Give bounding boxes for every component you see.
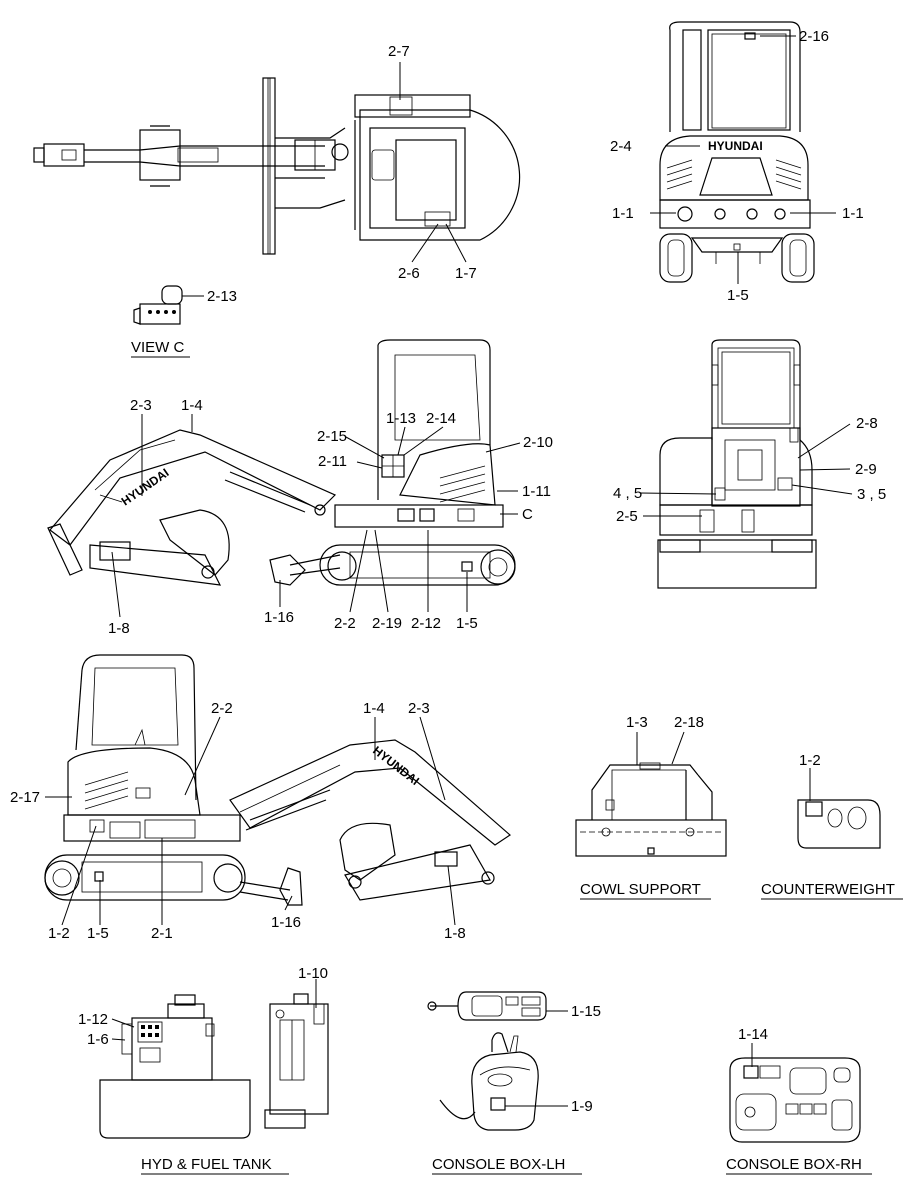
cowl-label-2-18: 2-18 bbox=[674, 714, 704, 731]
right-label-1-5: 1-5 bbox=[87, 925, 109, 942]
left-label-2-12: 2-12 bbox=[411, 615, 441, 632]
right-label-1-16: 1-16 bbox=[271, 914, 301, 931]
counterweight-label-1-2: 1-2 bbox=[799, 752, 821, 769]
cowl-label-1-3: 1-3 bbox=[626, 714, 648, 731]
left-label-2-10: 2-10 bbox=[523, 434, 553, 451]
view-c-label-2-13: 2-13 bbox=[207, 288, 237, 305]
left-label-2-14: 2-14 bbox=[426, 410, 456, 427]
right-label-1-4: 1-4 bbox=[363, 700, 385, 717]
right-label-1-8: 1-8 bbox=[444, 925, 466, 942]
left-label-2-2: 2-2 bbox=[334, 615, 356, 632]
console-rh-label-1-14: 1-14 bbox=[738, 1026, 768, 1043]
counterweight-drawing bbox=[797, 799, 881, 849]
left-label-1-13: 1-13 bbox=[386, 410, 416, 427]
hyd-label-1-12: 1-12 bbox=[78, 1011, 108, 1028]
top-label-2-6: 2-6 bbox=[398, 265, 420, 282]
right-side-leaders bbox=[45, 716, 456, 926]
left-label-1-11: 1-11 bbox=[522, 483, 551, 500]
left-label-2-3: 2-3 bbox=[130, 397, 152, 414]
left-label-1-5: 1-5 bbox=[456, 615, 478, 632]
cowl-support-drawing bbox=[575, 762, 727, 857]
left-label-1-8: 1-8 bbox=[108, 620, 130, 637]
left-side-drawing: HYUNDAI bbox=[47, 339, 516, 586]
left-label-2-19: 2-19 bbox=[372, 615, 402, 632]
view-c-caption: VIEW C bbox=[131, 339, 185, 356]
right-label-2-2: 2-2 bbox=[211, 700, 233, 717]
rear-open-leaders bbox=[639, 423, 853, 517]
rear-open-drawing bbox=[657, 339, 817, 589]
view-c-drawing bbox=[133, 285, 183, 325]
left-label-1-4: 1-4 bbox=[181, 397, 203, 414]
top-view-leaders bbox=[399, 62, 467, 263]
rearopen-label-3-5: 3 , 5 bbox=[857, 486, 886, 503]
rearopen-label-4-5: 4 , 5 bbox=[613, 485, 642, 502]
cowl-support-caption: COWL SUPPORT bbox=[580, 881, 701, 898]
rear-label-1-1-right: 1-1 bbox=[842, 205, 864, 222]
console-lh-drawing bbox=[427, 991, 547, 1131]
top-label-1-7: 1-7 bbox=[455, 265, 477, 282]
console-rh-caption: CONSOLE BOX-RH bbox=[726, 1156, 862, 1173]
rearopen-label-2-5: 2-5 bbox=[616, 508, 638, 525]
console-lh-label-1-15: 1-15 bbox=[571, 1003, 601, 1020]
top-label-2-7: 2-7 bbox=[388, 43, 410, 60]
rear-view-drawing: HYUNDAI bbox=[659, 21, 815, 283]
console-lh-label-1-9: 1-9 bbox=[571, 1098, 593, 1115]
rear-label-2-4: 2-4 bbox=[610, 138, 632, 155]
right-label-2-17: 2-17 bbox=[10, 789, 40, 806]
rear-view-leaders bbox=[650, 35, 836, 284]
right-side-drawing: HYUNDAI bbox=[44, 654, 511, 906]
left-label-1-16: 1-16 bbox=[264, 609, 294, 626]
left-label-c: C bbox=[522, 506, 533, 523]
left-side-leaders bbox=[111, 414, 521, 618]
rear-brand-text: HYUNDAI bbox=[708, 139, 763, 153]
rear-label-2-16: 2-16 bbox=[799, 28, 829, 45]
right-label-2-1: 2-1 bbox=[151, 925, 173, 942]
console-lh-leaders bbox=[505, 1010, 568, 1107]
rear-label-1-5: 1-5 bbox=[727, 287, 749, 304]
console-lh-caption: CONSOLE BOX-LH bbox=[432, 1156, 565, 1173]
cowl-support-leaders bbox=[636, 731, 685, 765]
rearopen-label-2-9: 2-9 bbox=[855, 461, 877, 478]
right-label-1-2: 1-2 bbox=[48, 925, 70, 942]
hyd-tank-leaders bbox=[111, 979, 317, 1041]
left-label-2-15: 2-15 bbox=[317, 428, 347, 445]
hyd-label-1-6: 1-6 bbox=[87, 1031, 109, 1048]
hyd-label-1-10: 1-10 bbox=[298, 965, 328, 982]
left-boom-brand: HYUNDAI bbox=[119, 466, 172, 509]
right-boom-brand: HYUNDAI bbox=[370, 743, 422, 788]
left-label-2-11: 2-11 bbox=[318, 453, 347, 470]
rear-label-1-1-left: 1-1 bbox=[612, 205, 634, 222]
counterweight-caption: COUNTERWEIGHT bbox=[761, 881, 895, 898]
console-rh-drawing bbox=[729, 1057, 861, 1143]
rearopen-label-2-8: 2-8 bbox=[856, 415, 878, 432]
hyd-caption: HYD & FUEL TANK bbox=[141, 1156, 272, 1173]
right-label-2-3: 2-3 bbox=[408, 700, 430, 717]
hyd-tank-drawing bbox=[99, 993, 329, 1139]
top-view-drawing bbox=[33, 77, 521, 255]
